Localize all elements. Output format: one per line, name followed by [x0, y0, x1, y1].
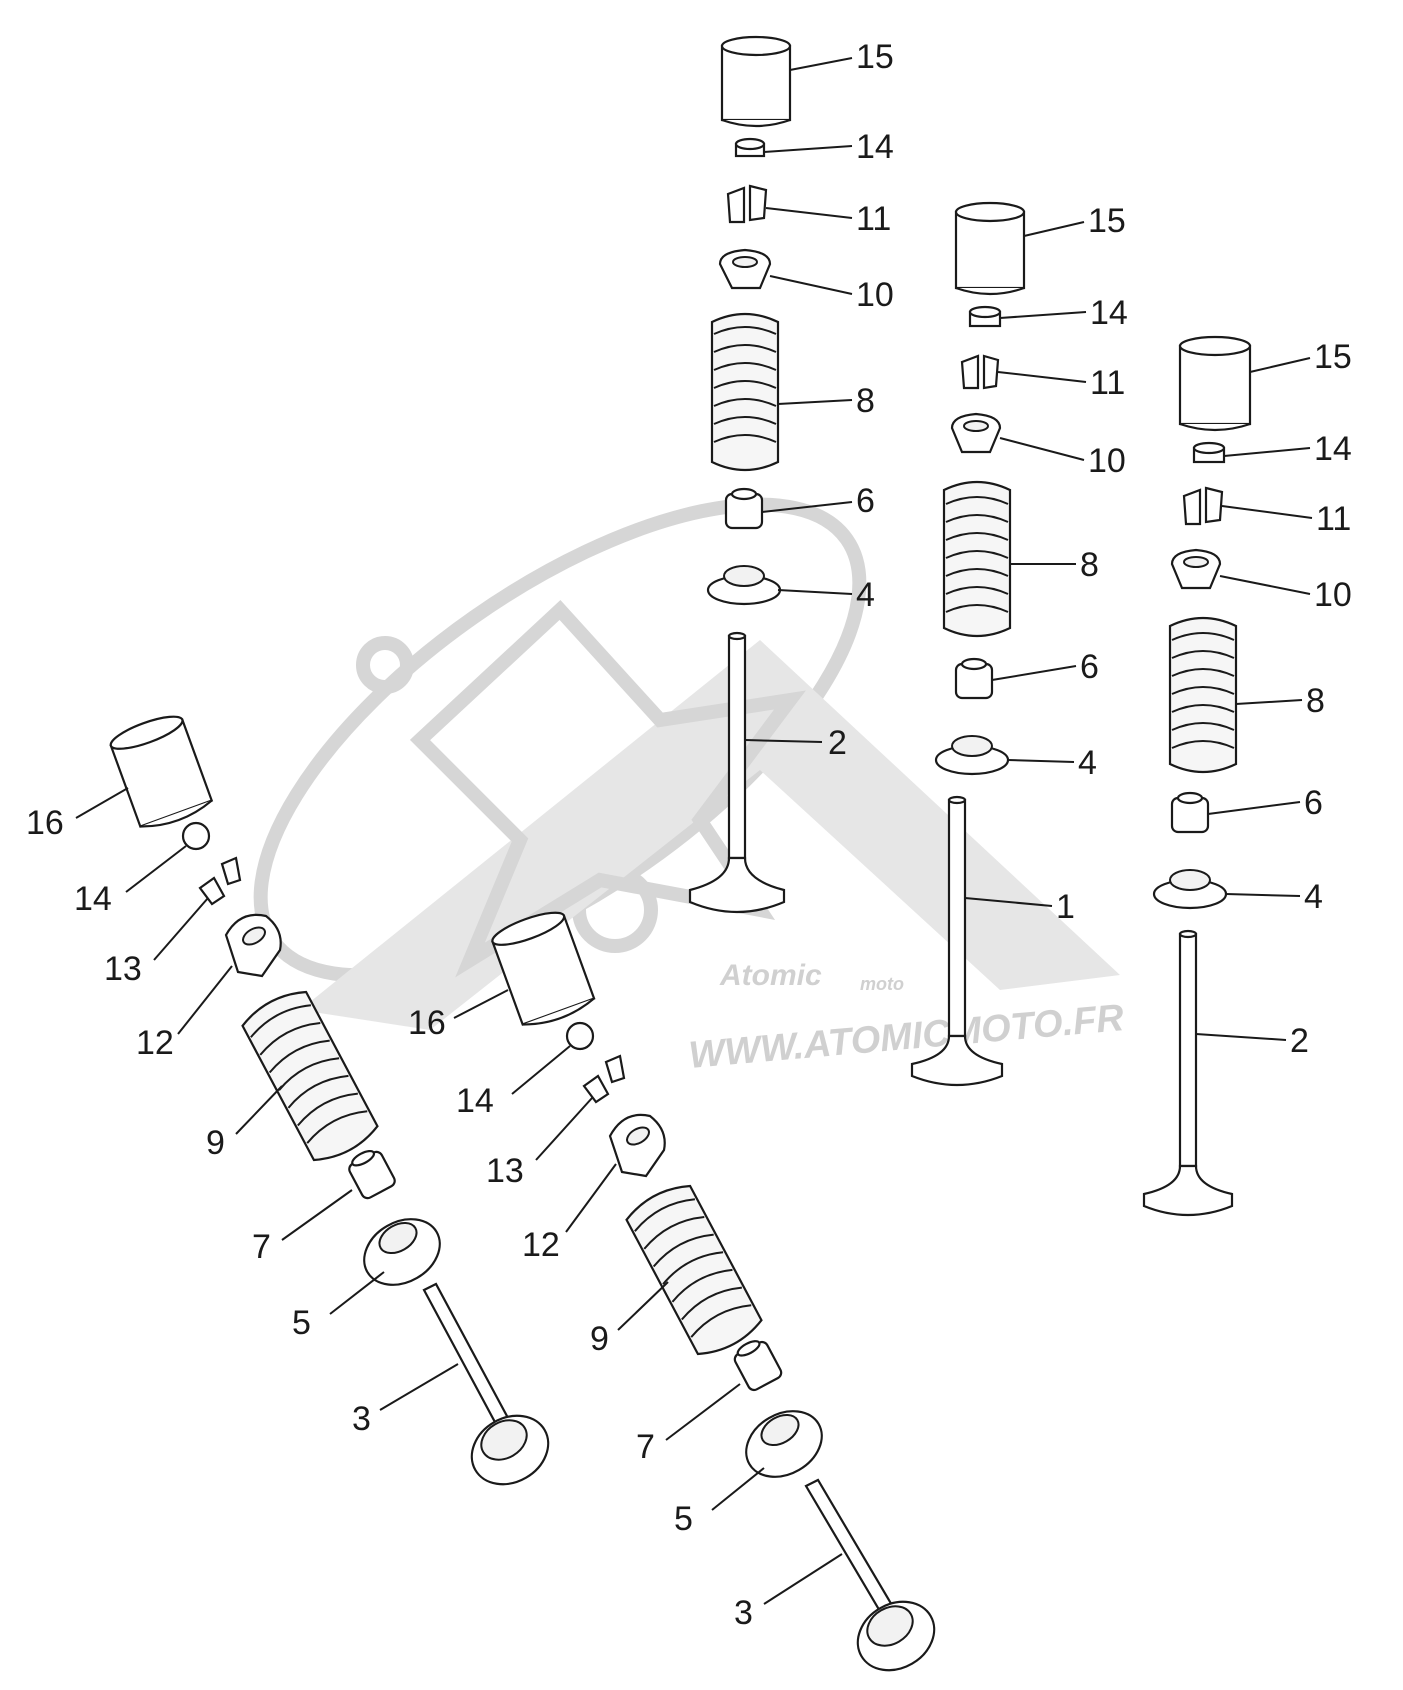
callout-b-6: 6: [1080, 648, 1099, 686]
valve-spring-retainer: [224, 913, 282, 978]
valve-assembly-a: [688, 35, 792, 914]
callout-c-6: 6: [1304, 784, 1323, 822]
callout-d-13: 13: [104, 950, 142, 988]
valve-spring: [710, 312, 780, 472]
valve-shim: [1192, 441, 1226, 464]
valve-spring-retainer: [718, 248, 772, 290]
valve-stem-seal: [1170, 791, 1210, 834]
callout-a-4: 4: [856, 576, 875, 614]
valve: [804, 1478, 936, 1672]
valve-lifter: [954, 201, 1026, 296]
valve-lifter: [1178, 335, 1252, 432]
valve-cotter: [582, 1054, 626, 1104]
valve-spring-retainer: [608, 1113, 666, 1178]
callout-a-6: 6: [856, 482, 875, 520]
valve-spring-seat: [363, 1218, 441, 1286]
callout-d-5: 5: [292, 1304, 311, 1342]
callout-labels: 15 14 11 10 8 6 4 2 15 14 11 10 8 6 4 1 …: [26, 38, 1352, 1632]
callout-b-8: 8: [1080, 546, 1099, 584]
valve: [1142, 929, 1234, 1217]
watermark-url: WWW.ATOMICMOTO.FR: [687, 997, 1126, 1077]
valve-stem-seal: [733, 1340, 783, 1392]
callout-b-14: 14: [1090, 294, 1128, 332]
callout-c-8: 8: [1306, 682, 1325, 720]
valve-cotter: [726, 184, 768, 224]
watermark-sub: moto: [860, 974, 904, 994]
callout-e-3: 3: [734, 1594, 753, 1632]
callout-b-11: 11: [1090, 364, 1125, 402]
callout-e-9: 9: [590, 1320, 609, 1358]
valve: [422, 1282, 550, 1486]
valve-lifter: [109, 715, 214, 828]
valve-shim: [565, 1021, 595, 1051]
callout-d-7: 7: [252, 1228, 271, 1266]
callout-c-10: 10: [1314, 576, 1352, 614]
callout-b-4: 4: [1078, 744, 1097, 782]
valve-spring-seat: [1152, 869, 1228, 910]
valve-assembly-e: [491, 911, 936, 1672]
valve-stem-seal: [954, 657, 994, 700]
callout-c-2: 2: [1290, 1022, 1309, 1060]
callout-c-4: 4: [1304, 878, 1323, 916]
valve-spring: [625, 1184, 763, 1356]
valve-shim: [968, 305, 1002, 328]
valve-assembly-c: [1142, 335, 1252, 1217]
valve-shim: [181, 821, 211, 851]
valve: [910, 795, 1004, 1087]
valve-cotter: [198, 856, 242, 906]
callout-b-15: 15: [1088, 202, 1126, 240]
callout-e-14: 14: [456, 1082, 494, 1120]
valve-spring-seat: [706, 565, 782, 606]
callout-a-8: 8: [856, 382, 875, 420]
callout-d-12: 12: [136, 1024, 174, 1062]
callout-e-13: 13: [486, 1152, 524, 1190]
callout-a-11: 11: [856, 200, 891, 238]
callout-c-11: 11: [1316, 500, 1351, 538]
callout-b-10: 10: [1088, 442, 1126, 480]
callout-c-14: 14: [1314, 430, 1352, 468]
callout-c-15: 15: [1314, 338, 1352, 376]
valve-spring-retainer: [950, 412, 1002, 454]
valve-cotter: [960, 354, 1000, 390]
valve-lifter: [720, 35, 792, 128]
callout-d-16: 16: [26, 804, 64, 842]
valve-spring: [942, 480, 1012, 638]
callout-e-7: 7: [636, 1428, 655, 1466]
valve-lifter: [491, 911, 596, 1026]
valve-stem-seal: [724, 487, 764, 530]
valve-spring: [241, 990, 379, 1162]
callout-a-2: 2: [828, 724, 847, 762]
valve-shim: [734, 137, 766, 158]
watermark-brand: Atomic: [719, 959, 822, 992]
callout-d-3: 3: [352, 1400, 371, 1438]
valve-spring-seat: [934, 735, 1010, 776]
valve-cotter: [1182, 486, 1224, 526]
valve: [688, 631, 786, 914]
valve-spring: [1168, 616, 1238, 774]
leader-lines: [75, 57, 1313, 1605]
callout-a-10: 10: [856, 276, 894, 314]
callout-a-14: 14: [856, 128, 894, 166]
callout-d-14: 14: [74, 880, 112, 918]
callout-e-16: 16: [408, 1004, 446, 1042]
valve-assembly-b: [910, 201, 1026, 1087]
valve-stem-seal: [348, 1149, 396, 1200]
callout-e-5: 5: [674, 1500, 693, 1538]
callout-d-9: 9: [206, 1124, 225, 1162]
valve-spring-seat: [745, 1410, 823, 1478]
valve-spring-retainer: [1170, 548, 1222, 590]
callout-e-12: 12: [522, 1226, 560, 1264]
valve-assembly-d: [109, 715, 550, 1486]
callout-a-15: 15: [856, 38, 894, 76]
callout-b-1: 1: [1056, 888, 1075, 926]
